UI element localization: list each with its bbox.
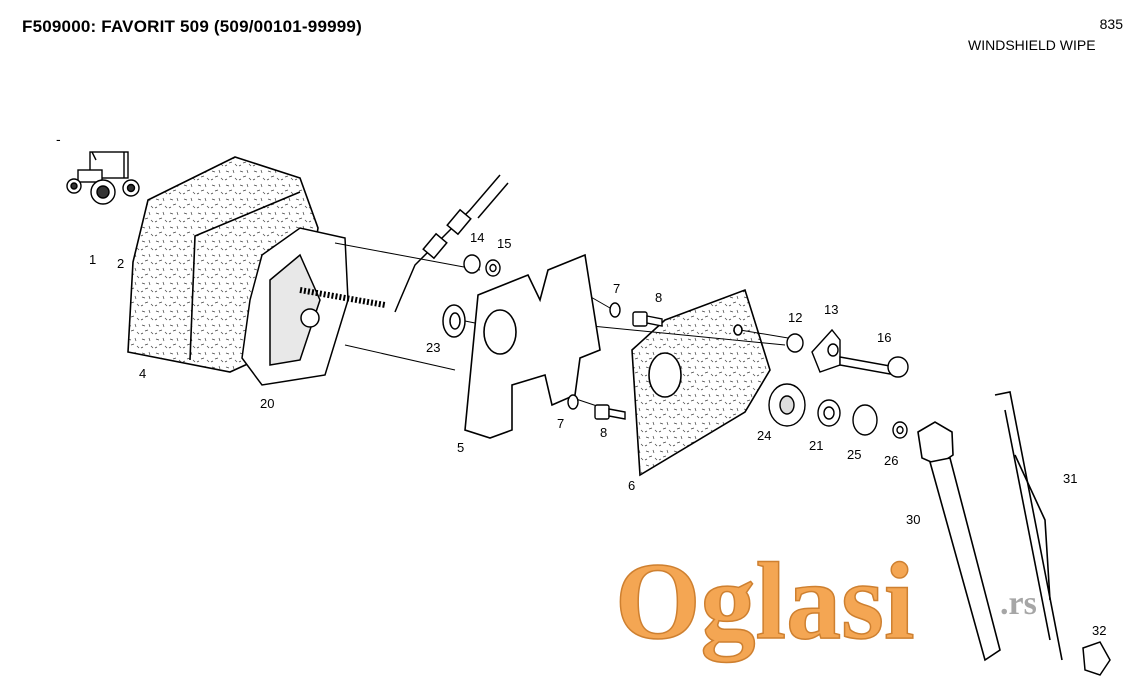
part-30-wiper-arm [917, 421, 1001, 662]
dash-mark: - [56, 131, 61, 147]
callout-12: 12 [788, 310, 802, 325]
callout-8b: 8 [600, 425, 607, 440]
section-title: WINDSHIELD WIPE [968, 37, 1096, 53]
callout-23: 23 [426, 340, 440, 355]
callout-24: 24 [757, 428, 771, 443]
page-title: F509000: FAVORIT 509 (509/00101-99999) [22, 17, 362, 36]
callout-1: 1 [89, 252, 96, 267]
tractor-icon [66, 151, 140, 205]
callout-7a: 7 [613, 281, 620, 296]
callout-7b: 7 [557, 416, 564, 431]
callout-31: 31 [1063, 471, 1077, 486]
callout-20: 20 [260, 396, 274, 411]
callout-21: 21 [809, 438, 823, 453]
callout-8a: 8 [655, 290, 662, 305]
part-6-plate [631, 288, 771, 477]
part-31-wiper-blade [994, 391, 1063, 661]
callout-13: 13 [824, 302, 838, 317]
page-number: 835 [1099, 16, 1123, 32]
part-14-15-nut-washer [463, 254, 501, 277]
callout-25: 25 [847, 447, 861, 462]
callout-2: 2 [117, 256, 124, 271]
part-20-motor [241, 227, 386, 386]
watermark-text: Oglasi [615, 540, 915, 662]
part-5-bracket [464, 253, 601, 439]
cable-connector [394, 174, 509, 313]
part-12-13-16-spindle [786, 328, 909, 378]
watermark-suffix: .rs [1000, 585, 1037, 622]
part-24-21-25-26-hardware [768, 383, 908, 439]
callout-15: 15 [497, 236, 511, 251]
callout-labels: 1 2 4 20 14 15 23 5 7 8 7 8 6 12 13 16 2… [89, 230, 1106, 638]
part-32-clip [1082, 641, 1111, 676]
callout-5: 5 [457, 440, 464, 455]
watermark: Oglasi .rs [614, 539, 1037, 663]
callout-30: 30 [906, 512, 920, 527]
callout-6: 6 [628, 478, 635, 493]
callout-26: 26 [884, 453, 898, 468]
part-23-seal [442, 304, 466, 338]
callout-32: 32 [1092, 623, 1106, 638]
part-7-8-bolts [567, 302, 663, 420]
callout-4: 4 [139, 366, 146, 381]
callout-14: 14 [470, 230, 484, 245]
callout-16: 16 [877, 330, 891, 345]
